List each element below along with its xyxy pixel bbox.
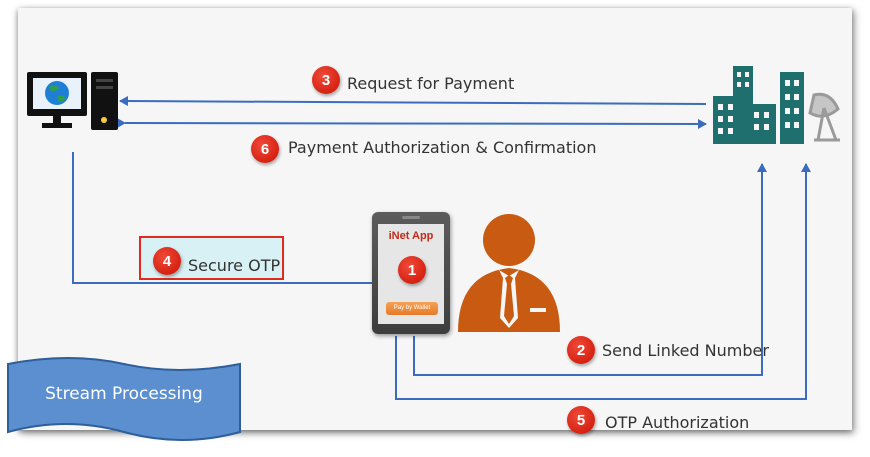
phone-speaker	[402, 216, 420, 219]
step-badge-6: 6	[251, 135, 279, 163]
label-send-linked-number: Send Linked Number	[602, 341, 769, 360]
arrow-otp-authorization	[395, 163, 811, 400]
stream-processing-banner-shape	[7, 357, 241, 441]
office-buildings-icon	[713, 66, 804, 144]
step-badge-5: 5	[567, 406, 595, 434]
satellite-dish-icon	[808, 92, 840, 142]
step-badge-3: 3	[312, 66, 340, 94]
stream-processing-label: Stream Processing	[45, 384, 203, 404]
label-secure-otp: Secure OTP	[188, 256, 281, 275]
smartphone-icon: iNet App 1 Pay by Wallet	[372, 212, 450, 334]
phone-screen: iNet App 1 Pay by Wallet	[378, 224, 444, 324]
step-badge-1: 1	[398, 256, 426, 284]
person-icon	[458, 214, 560, 332]
step-badge-2: 2	[567, 336, 595, 364]
arrow-request-payment	[119, 96, 707, 107]
label-payment-authorization: Payment Authorization & Confirmation	[288, 138, 597, 157]
arrow-send-linked-number	[413, 163, 767, 376]
label-otp-authorization: OTP Authorization	[605, 413, 750, 432]
line-secure-otp	[72, 152, 372, 284]
step-badge-4: 4	[153, 247, 181, 275]
app-title: iNet App	[388, 230, 434, 242]
pay-by-wallet-button[interactable]: Pay by Wallet	[386, 302, 438, 315]
label-request-for-payment: Request for Payment	[347, 74, 515, 93]
arrow-payment-authorization	[116, 117, 707, 129]
computer-icon	[27, 72, 118, 130]
